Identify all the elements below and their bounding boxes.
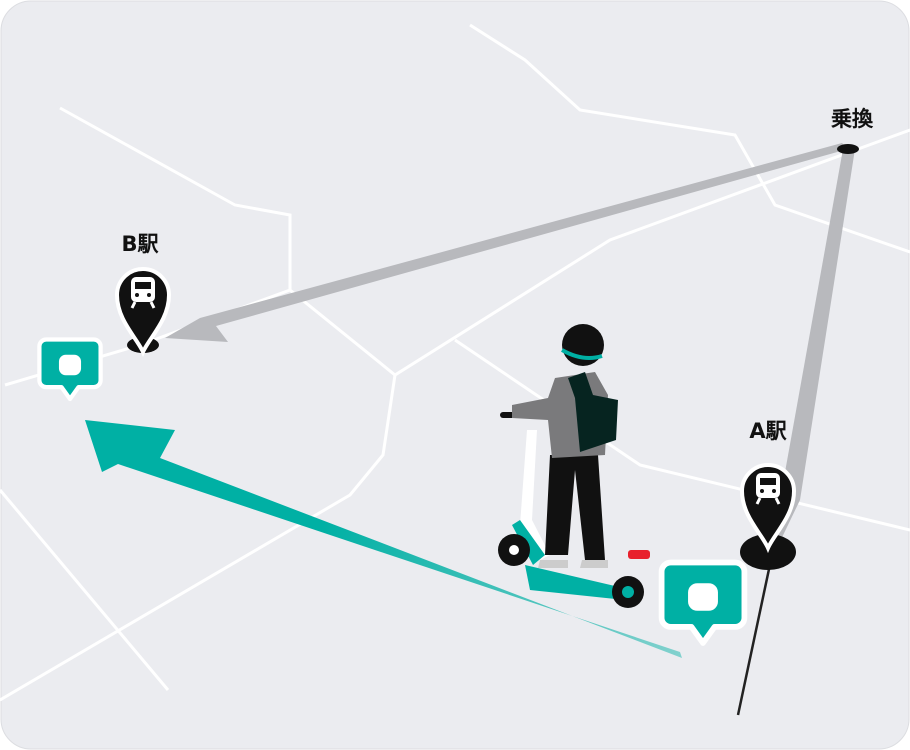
rider-on-scooter: [498, 324, 650, 608]
roads: [0, 23, 910, 702]
rail-line: [736, 554, 774, 716]
station-a-label: A駅: [749, 419, 787, 443]
transit-arrow-to-a: [775, 149, 855, 552]
station-b-label: B駅: [121, 232, 159, 256]
transfer-label: 乗換: [831, 107, 874, 131]
station-a-base: [740, 534, 796, 570]
scooter-route-arrow: [85, 420, 682, 658]
transfer-point: [837, 144, 859, 154]
transit-arrow-to-b: [165, 143, 848, 342]
